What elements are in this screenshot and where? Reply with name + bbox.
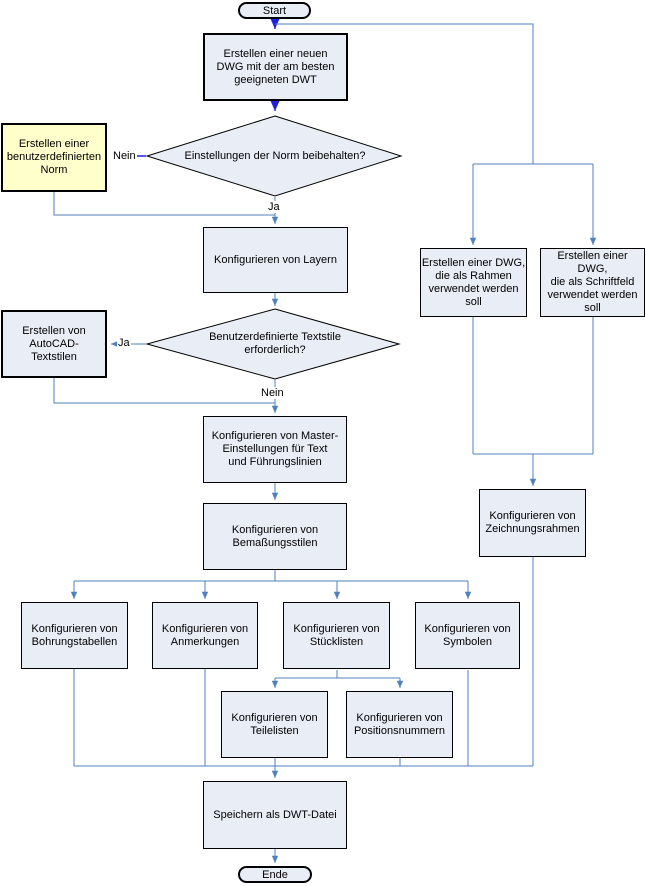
edge-customnorm-return <box>53 192 275 216</box>
process-dwg-border: Erstellen einer DWG, die als Rahmen verw… <box>420 248 527 317</box>
process-create-text-styles: Erstellen von AutoCAD- Textstilen <box>1 310 107 378</box>
end-terminator: Ende <box>238 866 312 883</box>
process-parts-lists: Konfigurieren von Teilelisten <box>221 691 328 758</box>
edge-top-right-route <box>275 23 534 164</box>
start-terminator: Start <box>238 2 311 19</box>
process-balloons: Konfigurieren von Positionsnummern <box>346 691 453 758</box>
process-save-dwt: Speichern als DWT-Datei <box>203 781 347 849</box>
edge-label-ja-2: Ja <box>117 337 131 349</box>
process-symbols: Konfigurieren von Symbolen <box>415 602 520 669</box>
decision-text-styles-label: Benutzerdefinierte Textstile erforderlic… <box>209 331 341 356</box>
process-new-dwg: Erstellen einer neuen DWG mit der am bes… <box>203 33 348 101</box>
edge-label-nein-1: Nein <box>112 150 137 162</box>
decision-keep-norm-diamond <box>145 115 403 197</box>
decision-keep-norm-label: Einstellungen der Norm beibehalten? <box>184 149 366 162</box>
process-annotations: Konfigurieren von Anmerkungen <box>152 602 258 669</box>
process-drawing-borders: Konfigurieren von Zeichnungsrahmen <box>479 489 586 557</box>
process-custom-norm: Erstellen einer benutzerdefinierten Norm <box>1 123 107 192</box>
process-master-settings: Konfigurieren von Master- Einstellungen … <box>203 416 347 483</box>
process-hole-tables: Konfigurieren von Bohrungstabellen <box>21 602 128 669</box>
edge-label-ja-1: Ja <box>267 201 281 213</box>
edge-label-nein-2: Nein <box>260 387 285 399</box>
edge-textstyles-return <box>53 378 275 404</box>
process-bom-lists: Konfigurieren von Stücklisten <box>283 602 390 669</box>
process-configure-layers: Konfigurieren von Layern <box>203 227 348 293</box>
process-dimension-styles: Konfigurieren von Bemaßungsstilen <box>203 503 347 570</box>
process-dwg-title-block: Erstellen einer DWG, die als Schriftfeld… <box>540 248 645 317</box>
